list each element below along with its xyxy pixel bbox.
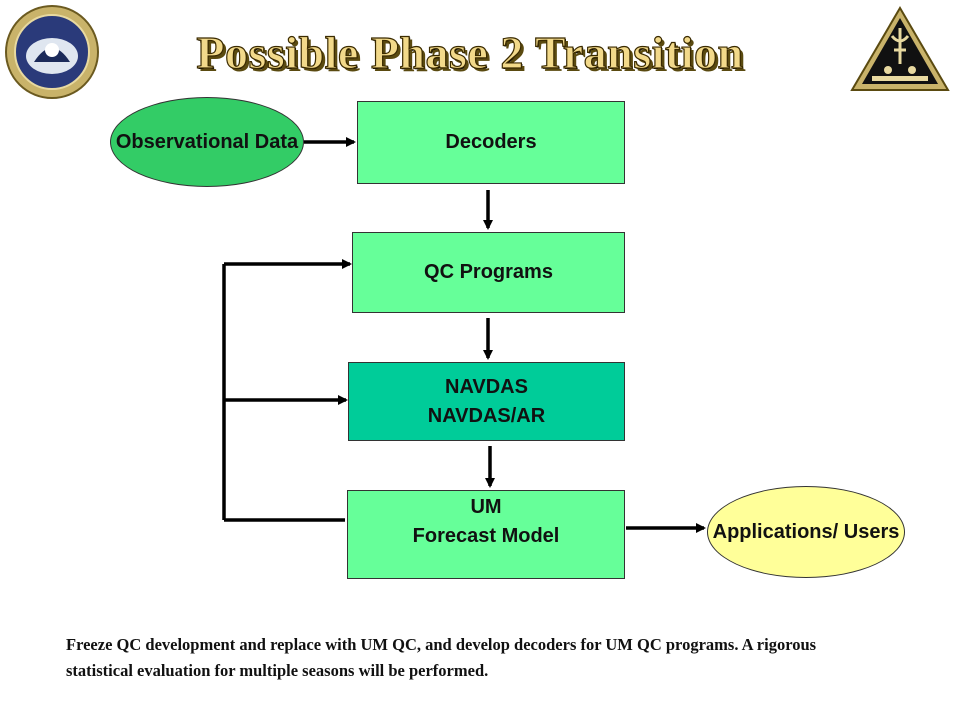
decoders-label: Decoders <box>445 131 537 153</box>
applications-line2: Users <box>843 521 900 543</box>
observational-data-line1: Observational <box>115 131 250 153</box>
navdas-line1: NAVDAS <box>445 375 528 398</box>
qc-programs-label: QC Programs <box>424 261 553 283</box>
left-seal-logo <box>5 5 99 99</box>
um-forecast-line1: UM <box>470 496 502 518</box>
um-forecast-line2: Forecast Model <box>412 525 560 547</box>
navdas-node: NAVDAS NAVDAS/AR <box>348 362 625 441</box>
right-navmetoc-logo <box>850 6 950 91</box>
page-title: Possible Phase 2 Transition <box>196 26 744 78</box>
observational-data-node: Observational Data <box>110 97 304 187</box>
footer-note: Freeze QC development and replace with U… <box>66 635 817 680</box>
um-forecast-node: UM Forecast Model <box>347 490 625 579</box>
observational-data-line2: Data <box>254 131 299 153</box>
navdas-line2: NAVDAS/AR <box>427 404 546 427</box>
applications-line1: Applications/ <box>712 521 839 543</box>
qc-programs-node: QC Programs <box>352 232 625 313</box>
decoders-node: Decoders <box>357 101 625 184</box>
applications-users-node: Applications/ Users <box>707 486 905 578</box>
